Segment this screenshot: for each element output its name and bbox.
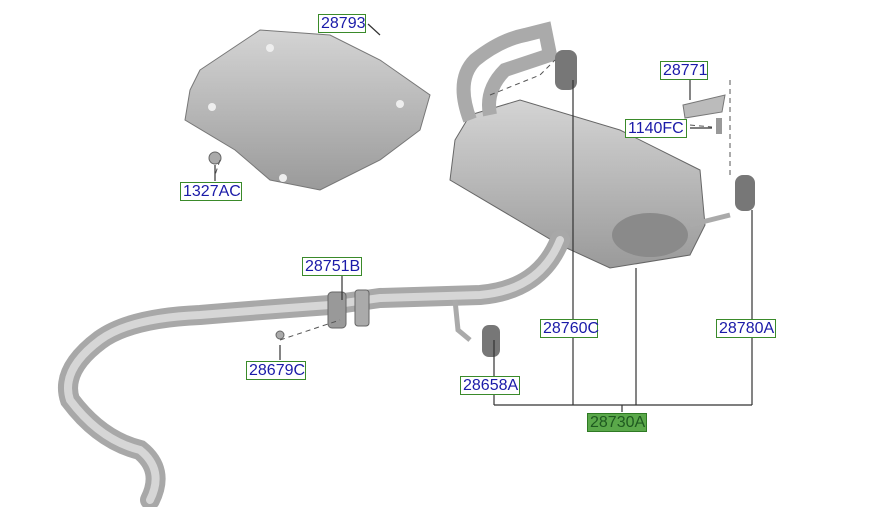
part-label-28751B[interactable]: 28751B	[302, 257, 362, 276]
nut-1327AC	[208, 151, 222, 165]
hanger-28780A	[735, 175, 755, 211]
hanger-28658A	[482, 325, 500, 357]
part-label-28679C[interactable]: 28679C	[246, 361, 306, 380]
heat-shield	[184, 29, 431, 191]
part-label-28760C[interactable]: 28760C	[540, 319, 599, 338]
part-label-28658A[interactable]: 28658A	[460, 376, 520, 395]
part-label-28780A[interactable]: 28780A	[716, 319, 776, 338]
exhaust-pipe	[58, 230, 570, 507]
part-label-28771[interactable]: 28771	[660, 61, 708, 80]
part-label-28730A-selected[interactable]: 28730A	[587, 413, 647, 432]
hanger-28760C	[555, 50, 577, 90]
part-label-1327AC[interactable]: 1327AC	[180, 182, 242, 201]
part-label-1140FC[interactable]: 1140FC	[625, 119, 687, 138]
part-label-28793[interactable]: 28793	[318, 14, 366, 33]
